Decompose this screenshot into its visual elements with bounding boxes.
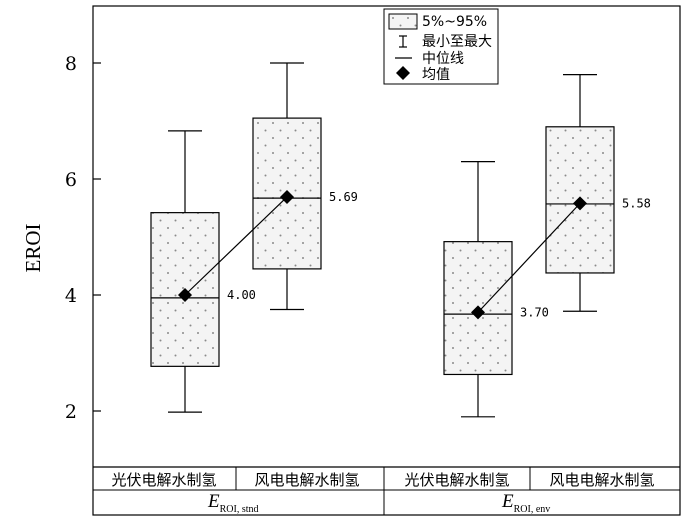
mean-value-label: 4.00 <box>227 288 256 302</box>
plot-border <box>92 5 681 516</box>
group-label-subscript: ROI, stnd <box>220 504 259 515</box>
mean-marker <box>573 196 587 211</box>
legend-mean-label: 均值 <box>422 67 450 83</box>
y-tick-label: 4 <box>65 285 77 307</box>
mean-marker <box>471 305 485 320</box>
mean-connector-line <box>477 202 581 313</box>
legend-box-label: 5%~95% <box>422 14 487 30</box>
group-label: EROI, stnd <box>207 491 259 515</box>
legend-whisker-label: 最小至最大 <box>422 34 492 50</box>
mean-marker <box>178 288 192 302</box>
category-label: 风电电解水制氢 <box>254 471 359 489</box>
mean-value-label: 5.58 <box>622 196 651 210</box>
group-label: EROI, env <box>501 491 550 515</box>
y-tick-label: 6 <box>65 169 77 191</box>
category-label: 光伏电解水制氢 <box>111 471 216 489</box>
mean-connector-line <box>184 196 288 296</box>
plot-frame <box>92 5 681 516</box>
mean-value-label: 3.70 <box>520 305 549 319</box>
box-5-95 <box>545 126 615 274</box>
box-plot-layer: 4.00 5.69 3.70 5.58 <box>150 62 651 418</box>
x-axis-categories: 光伏电解水制氢 风电电解水制氢 EROI, stnd 光伏电解水制氢 风电电解水制氢 ER… <box>111 471 654 515</box>
group-label-subscript: ROI, env <box>514 504 551 515</box>
mean-value-label: 5.69 <box>329 190 358 204</box>
mean-marker <box>280 189 294 204</box>
category-label: 光伏电解水制氢 <box>404 471 509 489</box>
category-label: 风电电解水制氢 <box>549 471 654 489</box>
y-tick-label: 2 <box>65 401 77 423</box>
y-tick-label: 8 <box>65 53 77 75</box>
legend-box-swatch <box>388 13 418 30</box>
y-axis-label: EROI <box>21 224 45 273</box>
legend-mean-icon <box>396 66 410 80</box>
legend-median-label: 中位线 <box>422 51 464 67</box>
